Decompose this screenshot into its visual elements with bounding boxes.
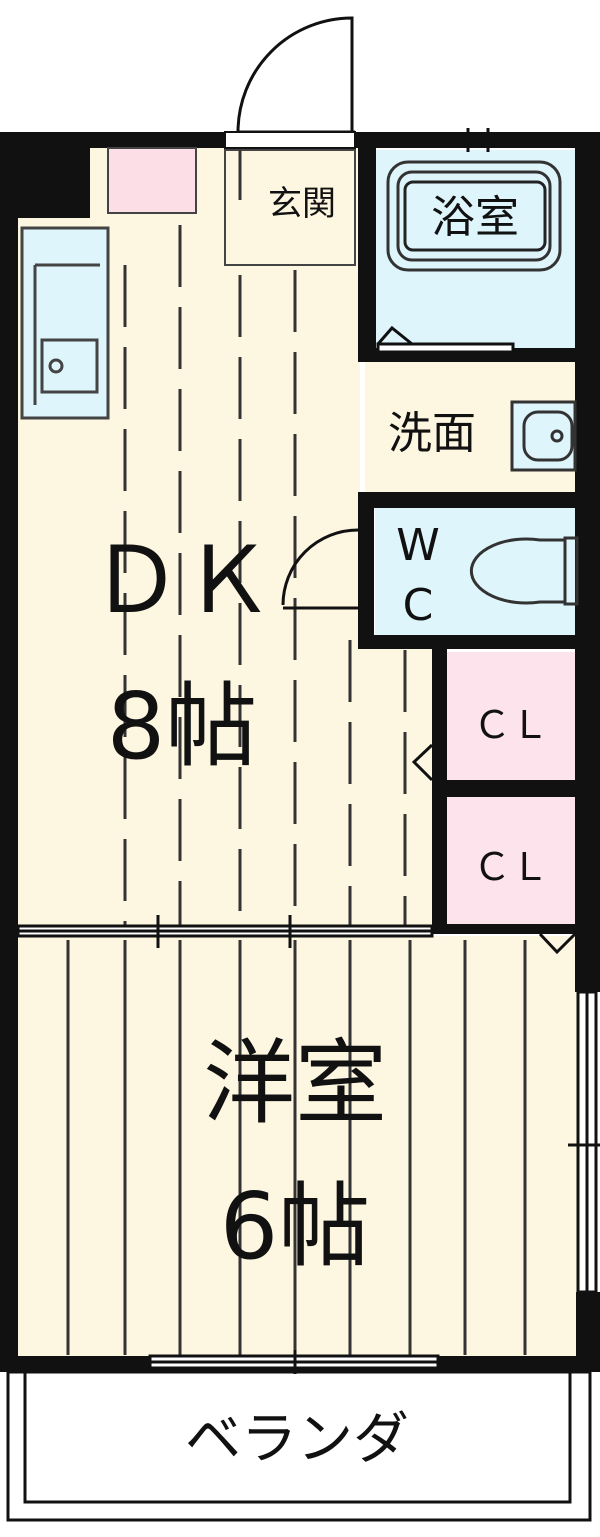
dk-western-partition [16, 915, 434, 948]
entrance-label: 玄関 [268, 184, 336, 224]
closet-1-label: ＣＬ [473, 703, 549, 747]
right-wall-bottom [576, 1292, 600, 1360]
walls [0, 132, 600, 1372]
dk-size-label: 8帖 [107, 673, 258, 780]
bath-label-box [403, 180, 547, 252]
sink-icon [40, 338, 99, 394]
dk-name-label: ＤＫ [90, 527, 274, 634]
bath-label: 浴室 [431, 192, 519, 243]
dk-planks [123, 225, 407, 925]
western-size-label: 6帖 [220, 1173, 371, 1280]
kitchen-counter [20, 226, 110, 420]
balcony-window [148, 1350, 440, 1374]
western-floor [18, 936, 578, 1360]
veranda-label: ベランダ [185, 1407, 409, 1472]
washbasin-icon [510, 400, 577, 472]
closet-2-label: ＣＬ [473, 845, 549, 889]
western-planks [66, 940, 527, 1355]
toilet-icon [469, 536, 579, 606]
entrance-door [236, 16, 355, 134]
dk-floor-extension [355, 640, 435, 928]
bath-door [376, 325, 515, 354]
western-name-label: 洋室 [203, 1030, 387, 1137]
entrance-threshold [224, 131, 356, 149]
closet-2-floor [447, 797, 575, 924]
washroom-label: 洗面 [388, 408, 476, 459]
entrance-floor [224, 149, 356, 266]
wc-label-bottom: C [403, 580, 434, 631]
closet-1-floor [447, 652, 575, 780]
wc-floor [375, 508, 575, 635]
closet-door-marks [411, 743, 577, 955]
right-window [568, 990, 600, 1294]
wc-label-top: W [396, 520, 440, 571]
bathtub-icon [386, 160, 562, 272]
veranda-outline [6, 1370, 592, 1522]
wc-door [281, 528, 360, 610]
fridge-space [107, 147, 197, 214]
bath-window [455, 128, 500, 152]
